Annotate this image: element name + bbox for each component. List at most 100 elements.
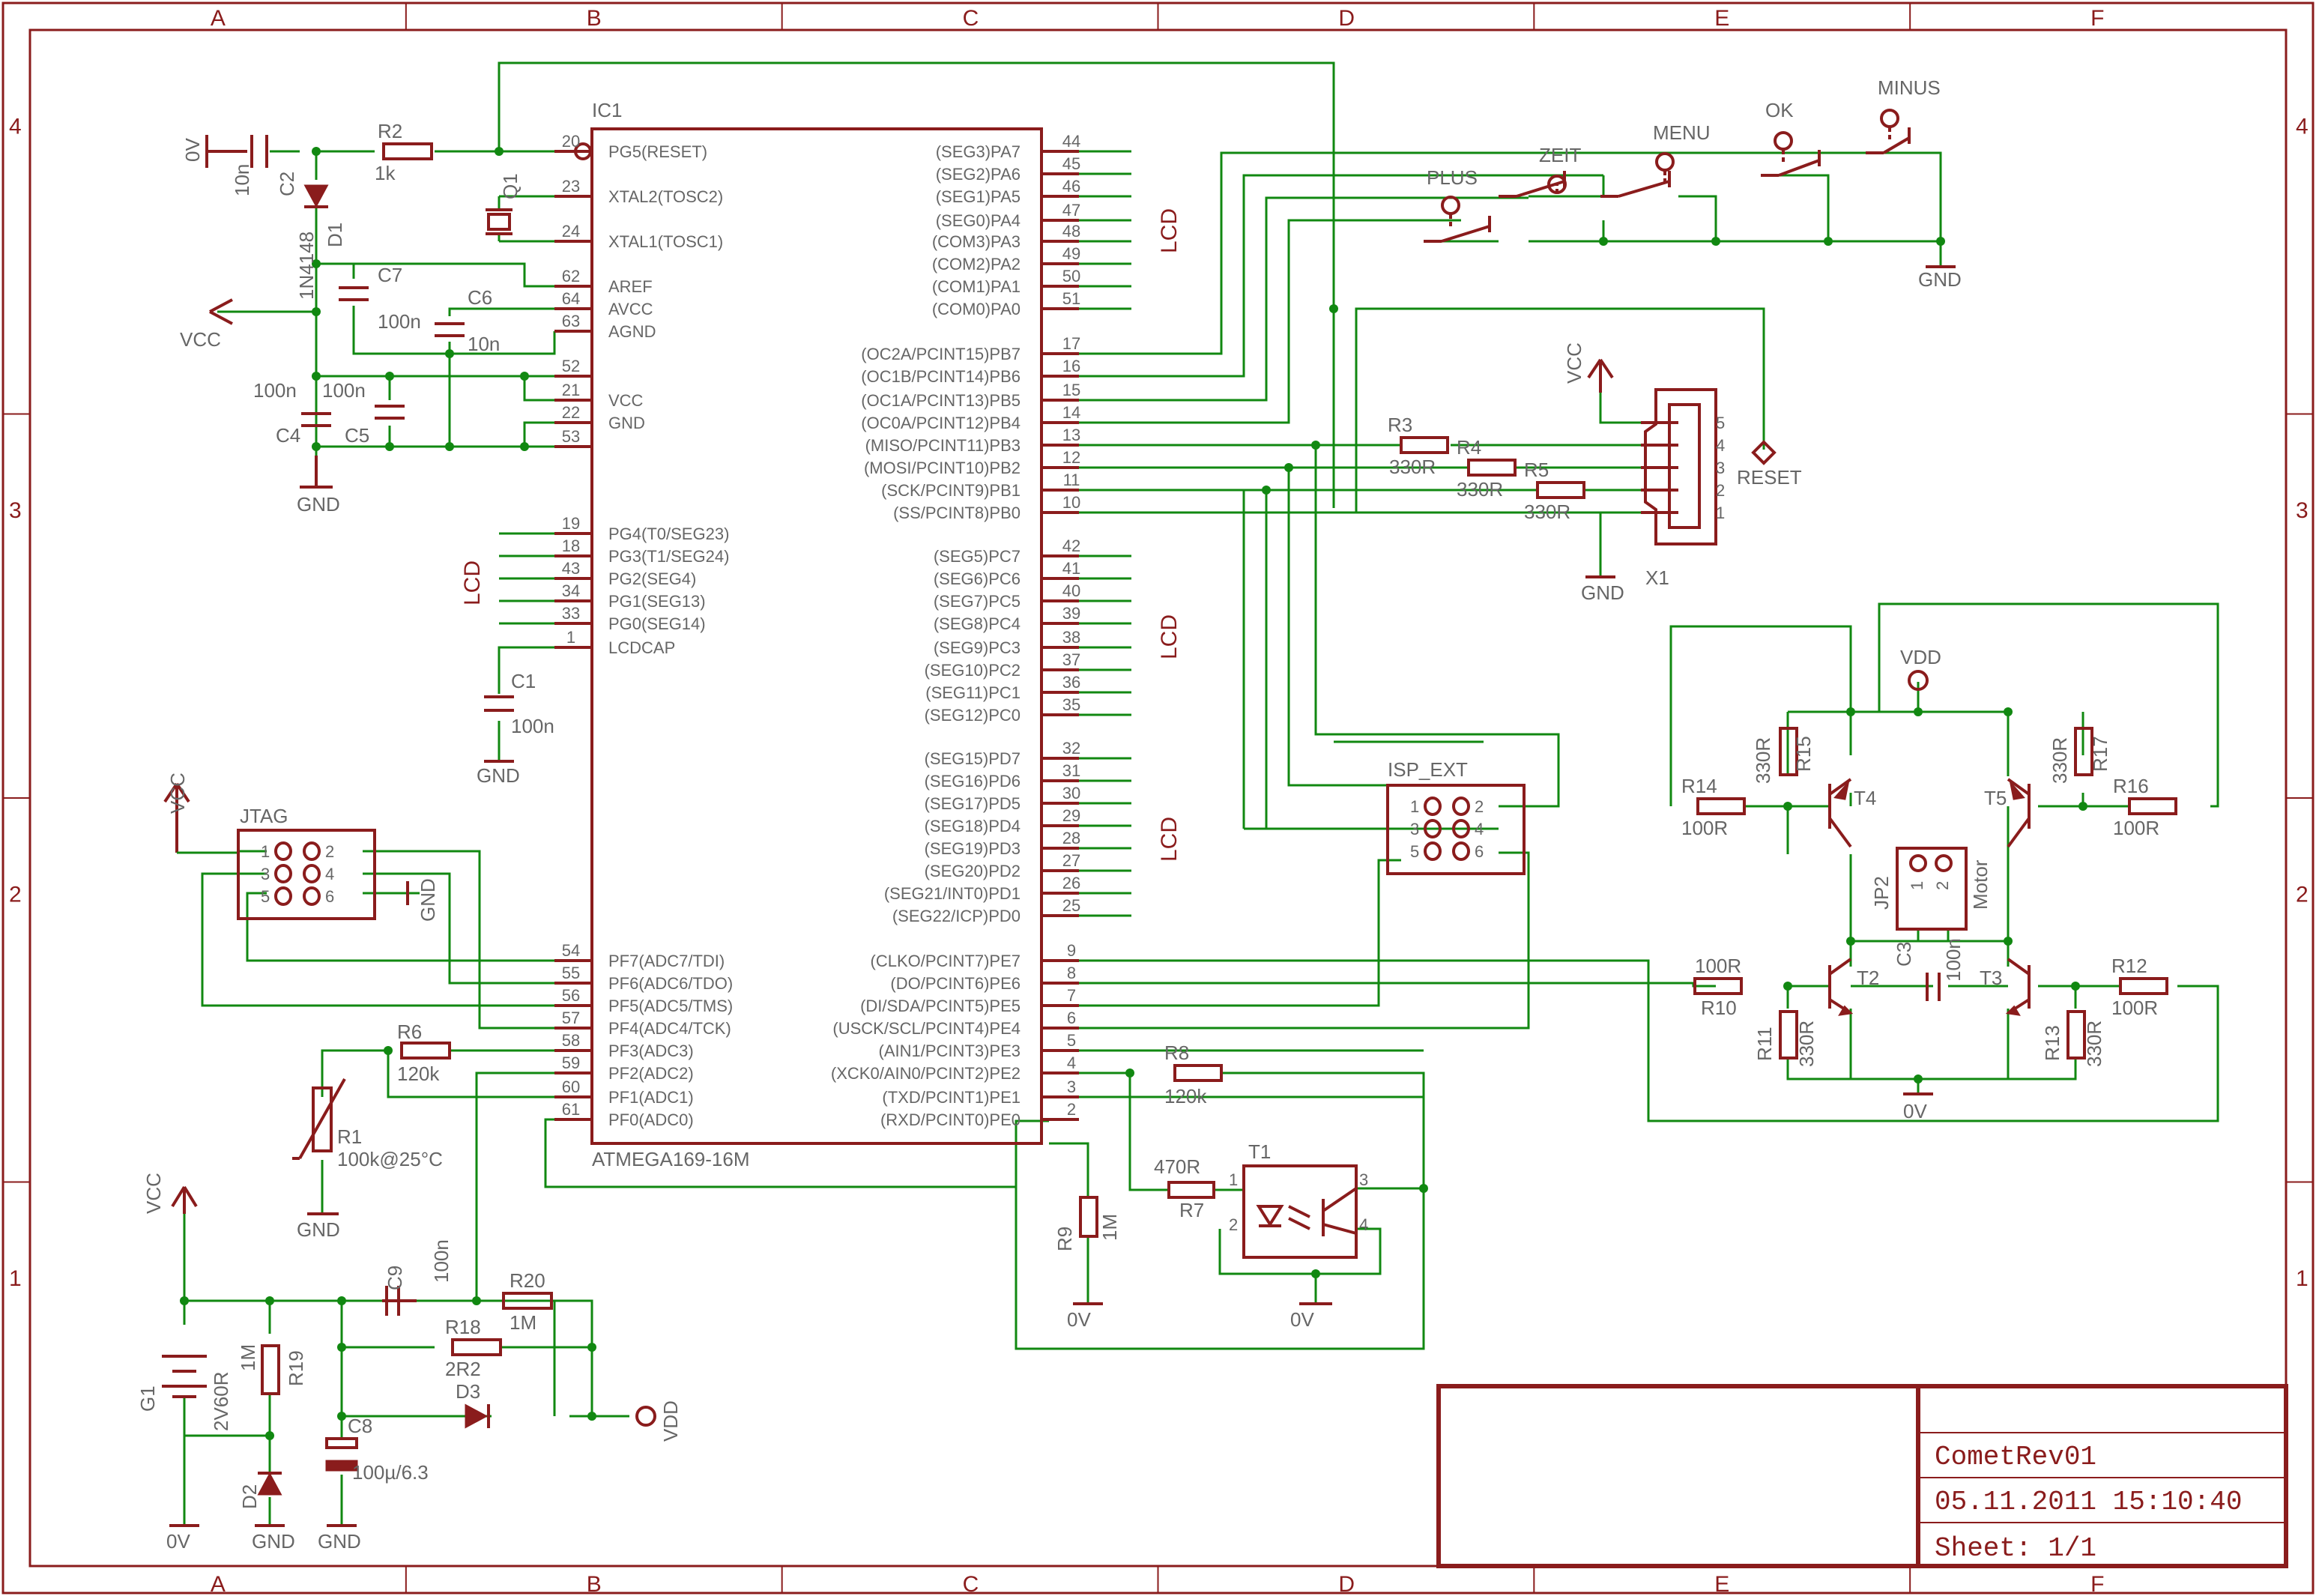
d2-zener: D2 GND (238, 1472, 295, 1553)
ic1-pin-num: 28 (1062, 829, 1080, 847)
ic1-pin-num: 2 (1067, 1100, 1076, 1119)
ic1-pin-num: 39 (1062, 604, 1080, 623)
jp2-pin-1: 1 (1908, 881, 1926, 890)
jtag-pin: 3 (261, 865, 270, 883)
r13-value: 330R (2083, 1021, 2105, 1067)
vcc-arrow-left: VCC (180, 298, 233, 351)
ic1-pin-name: (SEG1)PA5 (936, 187, 1021, 206)
ic1-pin-num: 35 (1062, 695, 1080, 714)
isp-pin: 2 (1475, 797, 1484, 816)
jtag-pin: 2 (325, 842, 334, 861)
r15-value: 330R (1752, 737, 1774, 784)
ic1-pin-name: XTAL2(TOSC2) (608, 187, 723, 206)
ic1-pin-name: PG2(SEG4) (608, 569, 696, 588)
grid-col-C: C (963, 6, 979, 31)
ic1-pin-num: 50 (1062, 267, 1080, 285)
grid-row-2: 2 (9, 882, 22, 907)
ic1-pin-name: (SS/PCINT8)PB0 (893, 504, 1021, 522)
ic1-pin-name: (SEG19)PD3 (925, 839, 1021, 858)
c3-ref: C3 (1893, 942, 1915, 967)
t4-transistor: T4 (1828, 778, 1876, 848)
r1-ref: R1 (337, 1125, 362, 1148)
t1-optocoupler: T1 1 2 3 4 0V (1229, 1140, 1368, 1331)
ic1-pin-num: 54 (562, 941, 580, 960)
t4-ref: T4 (1854, 787, 1876, 809)
ic1-pin-name: (MISO/PCINT11)PB3 (865, 436, 1021, 455)
r12-value: 100R (2111, 997, 2158, 1019)
ic1-pin-name: (COM2)PA2 (932, 255, 1021, 273)
t2-ref: T2 (1857, 967, 1879, 989)
r4-resistor: R4 330R (1457, 436, 1517, 501)
ic1-pin-num: 36 (1062, 673, 1080, 692)
r5-ref: R5 (1524, 459, 1549, 481)
g1-value: 2V60R (210, 1372, 232, 1432)
c3-value: 100n (1942, 938, 1965, 982)
isp-pin: 1 (1410, 797, 1419, 816)
ic1-pin-name: (SEG12)PC0 (925, 706, 1021, 725)
ic1-pin-name: (DO/PCINT6)PE6 (890, 974, 1021, 993)
ic1-pin-num: 10 (1062, 493, 1080, 512)
ic1-pin-name: (SEG17)PD5 (925, 794, 1021, 813)
r16-ref: R16 (2113, 775, 2149, 797)
ic1-pin-num: 21 (562, 381, 580, 399)
grid-col-E: E (1714, 1572, 1729, 1596)
button-ok: OK (1761, 99, 1821, 177)
ic1-pin-num: 15 (1062, 381, 1080, 399)
lcd-label-pa: LCD (1157, 208, 1182, 253)
r7-value: 470R (1154, 1155, 1200, 1178)
ic1-pin-name: (SEG5)PC7 (934, 547, 1021, 566)
ic1-pin-num: 6 (1067, 1009, 1076, 1027)
ic1-value: ATMEGA169-16M (592, 1148, 749, 1170)
gnd-symbol-c4: GND (297, 456, 340, 516)
net-gnd-r1: GND (297, 1218, 340, 1241)
ic1-pin-name: (XCK0/AIN0/PCINT2)PE2 (831, 1064, 1021, 1083)
r8-value: 120k (1164, 1085, 1207, 1107)
g1-battery: G1 2V60R 0V (136, 1355, 232, 1553)
ic1-pin-name: PF1(ADC1) (608, 1088, 694, 1107)
ic1-pin-name: (COM3)PA3 (932, 232, 1021, 251)
ic1-pin-name: (USCK/SCL/PCINT4)PE4 (832, 1019, 1021, 1038)
ic1-pin-name: (AIN1/PCINT3)PE3 (879, 1042, 1021, 1060)
grid-col-B: B (587, 6, 602, 31)
r11-resistor: R11 330R (1753, 1010, 1818, 1067)
ic1-pin-num: 11 (1063, 471, 1080, 489)
x1-ref: X1 (1645, 566, 1669, 589)
r18-value: 2R2 (445, 1358, 481, 1380)
net-gnd-x1: GND (1581, 581, 1624, 604)
vdd-output: VDD (635, 1400, 682, 1442)
net-gnd-buttons: GND (1918, 268, 1962, 291)
net-vcc-lower: VCC (142, 1173, 165, 1214)
ic1-pin-name: (SEG7)PC5 (934, 592, 1021, 611)
r1-value: 100k@25°C (337, 1148, 443, 1170)
c8-capacitor: C8 100µ/6.3 GND (318, 1415, 429, 1553)
grid-row-3: 3 (2296, 498, 2309, 523)
ic1-left-pins: 20PG5(RESET)23XTAL2(TOSC2)24XTAL1(TOSC1)… (554, 132, 733, 1129)
ic1-pin-num: 49 (1062, 244, 1080, 263)
x1-pin: 3 (1716, 459, 1725, 477)
r5-resistor: R5 330R (1524, 459, 1585, 523)
net-vcc-x1: VCC (1563, 342, 1585, 384)
ic1-pin-name: (SEG3)PA7 (936, 142, 1021, 161)
ic1-pin-name: AVCC (608, 300, 653, 318)
net-gnd-c8: GND (318, 1530, 361, 1553)
ic1-pin-num: 23 (562, 177, 580, 196)
c6-capacitor: C6 10n (435, 286, 500, 355)
wires (183, 61, 2219, 1526)
ic1-pin-name: AREF (608, 277, 653, 296)
ic1-pin-name: (SEG8)PC4 (934, 614, 1021, 633)
c7-capacitor: C7 100n (339, 264, 421, 333)
r16-value: 100R (2113, 817, 2159, 839)
junctions (180, 147, 2087, 1440)
jp2-ref: JP2 (1870, 876, 1893, 910)
ic1-pin-num: 13 (1062, 426, 1080, 444)
grid-row-1: 1 (2296, 1266, 2309, 1291)
grid-col-E: E (1714, 6, 1729, 31)
r15-resistor: 330R R15 (1752, 727, 1815, 784)
g1-ref: G1 (136, 1385, 159, 1412)
jp2-pin-2: 2 (1933, 881, 1952, 890)
ic1-pin-name: (SEG20)PD2 (925, 862, 1021, 880)
ic1-pin-num: 17 (1062, 334, 1080, 353)
c4-value: 100n (253, 379, 297, 402)
